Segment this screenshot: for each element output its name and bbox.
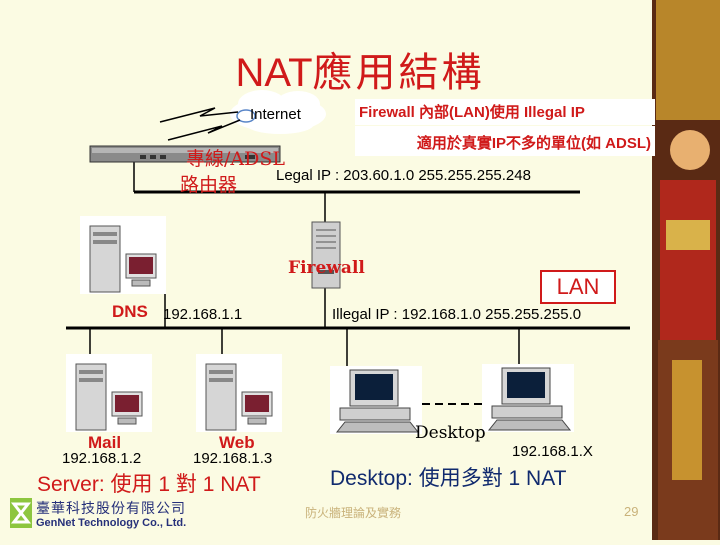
dns-label: DNS xyxy=(112,302,148,321)
internet-label: Internet xyxy=(250,106,301,123)
desktop-pc-icon-2 xyxy=(482,364,574,432)
dns-ip: 192.168.1.1 xyxy=(163,306,243,323)
page-title: NAT應用結構 xyxy=(235,50,485,96)
desktop-ip: 192.168.1.X xyxy=(512,443,593,460)
legal-ip-label: Legal IP : 203.60.1.0 255.255.255.248 xyxy=(276,167,531,184)
mail-server-icon xyxy=(66,354,152,432)
router-caption-line1: 專線/ADSL xyxy=(186,148,285,170)
illegal-ip-label: Illegal IP : 192.168.1.0 255.255.255.0 xyxy=(332,306,582,323)
firewall-note-title: Firewall 內部(LAN)使用 Illegal IP xyxy=(355,99,655,125)
wan-link-lightning-icon xyxy=(159,107,239,123)
web-server-icon xyxy=(196,354,282,432)
desktop-nat-caption: Desktop: 使用多對 1 NAT xyxy=(330,467,567,490)
lan-label: LAN xyxy=(540,270,616,304)
company-logo-icon xyxy=(10,498,32,528)
router-icon xyxy=(89,145,281,163)
company-name-en: GenNet Technology Co., Ltd. xyxy=(36,517,187,529)
firewall-label: Firewall xyxy=(288,258,365,278)
mail-ip: 192.168.1.2 xyxy=(62,450,142,467)
firewall-tower-icon xyxy=(311,221,341,289)
desktop-label: Desktop xyxy=(415,423,486,443)
page-number: 29 xyxy=(624,504,639,519)
server-nat-caption: Server: 使用 1 對 1 NAT xyxy=(37,473,261,496)
router-caption-line2: 路由器 xyxy=(180,174,238,196)
desktop-pc-icon xyxy=(330,366,422,434)
web-ip: 192.168.1.3 xyxy=(193,450,273,467)
company-name-zh: 臺華科技股份有限公司 xyxy=(36,501,186,517)
footer-text: 防火牆理論及實務 xyxy=(305,506,402,520)
dns-server-icon xyxy=(80,216,166,294)
decorative-figure-image xyxy=(652,0,720,540)
internet-cloud-icon xyxy=(230,90,326,134)
firewall-note-text: 適用於真實IP不多的單位(如 ADSL) xyxy=(355,126,655,156)
web-label: Web xyxy=(219,433,255,452)
mail-label: Mail xyxy=(88,433,122,452)
